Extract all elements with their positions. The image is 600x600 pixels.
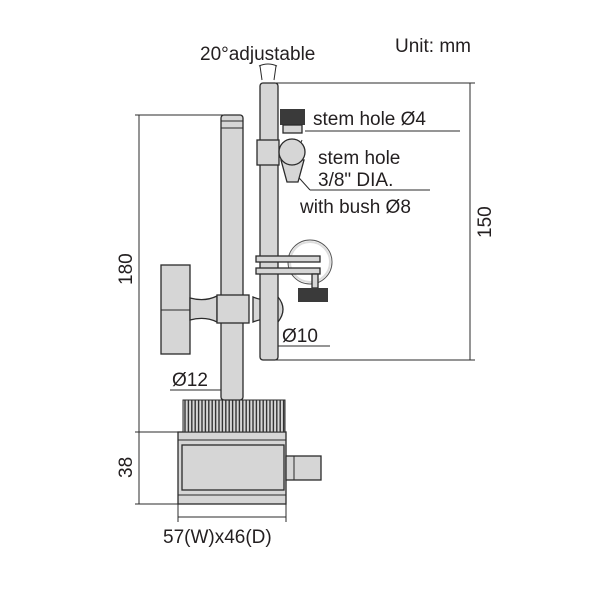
angle-label: 20°adjustable	[200, 44, 315, 65]
height-150-label: 150	[475, 206, 496, 238]
knurled-ring	[182, 399, 286, 433]
unit-label: Unit: mm	[395, 36, 471, 57]
stem-hole-4-label: stem hole Ø4	[313, 109, 426, 130]
height-180-label: 180	[116, 253, 137, 285]
stem-hole-38-label-3: with bush Ø8	[299, 197, 411, 218]
main-rod	[220, 114, 244, 401]
clamp-handle	[160, 264, 284, 355]
dia-10-label: Ø10	[282, 326, 318, 347]
height-38-label: 38	[116, 457, 137, 478]
fine-adjust-rod	[255, 82, 333, 361]
dia-12-label: Ø12	[172, 370, 208, 391]
base-size-label: 57(W)x46(D)	[163, 527, 272, 548]
stem-hole-38-label-2: 3/8" DIA.	[318, 170, 393, 191]
stem-hole-38-label-1: stem hole	[318, 148, 400, 169]
magnetic-base	[177, 431, 322, 505]
